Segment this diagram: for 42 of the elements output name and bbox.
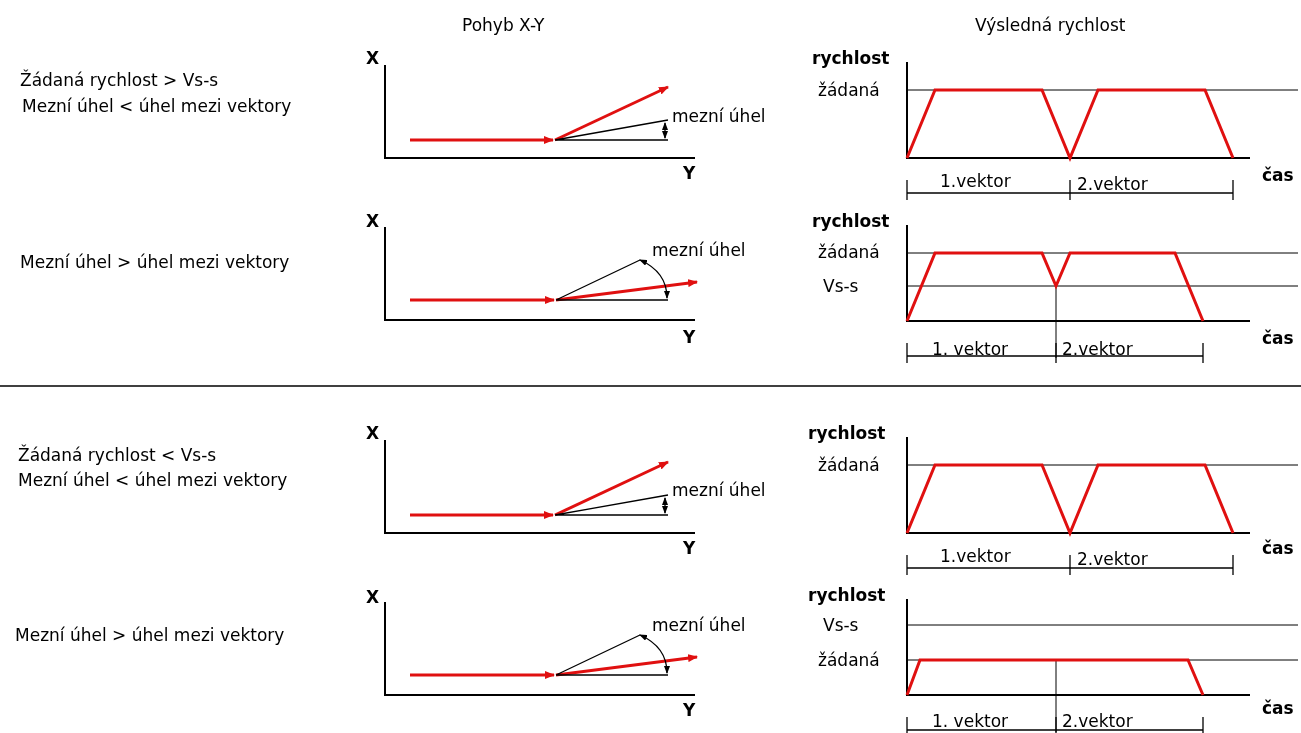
angle-label: mezní úhel	[652, 240, 746, 260]
axis-label: Y	[683, 700, 696, 720]
condition-text: Mezní úhel > úhel mezi vektory	[20, 252, 290, 272]
column-heading: Pohyb X-Y	[462, 15, 545, 35]
condition-text: Mezní úhel < úhel mezi vektory	[22, 96, 292, 116]
axis-label: rychlost	[812, 211, 890, 231]
angle-label: mezní úhel	[672, 106, 766, 126]
dimension-label: 2.vektor	[1062, 711, 1133, 731]
dimension-label: 2.vektor	[1077, 549, 1148, 569]
axis-label: X	[366, 211, 380, 231]
axis-label: X	[366, 587, 380, 607]
axis-label: X	[366, 423, 380, 443]
dimension-label: 1. vektor	[932, 339, 1009, 359]
dimension-label: 2.vektor	[1077, 174, 1148, 194]
axis-label: čas	[1262, 165, 1294, 185]
level-label: Vs-s	[823, 615, 859, 635]
axis-label: Y	[683, 163, 696, 183]
dimension-label: 2.vektor	[1062, 339, 1133, 359]
condition-text: Mezní úhel > úhel mezi vektory	[15, 625, 285, 645]
axis-label: čas	[1262, 538, 1294, 558]
axis-label: čas	[1262, 698, 1294, 718]
condition-text: Mezní úhel < úhel mezi vektory	[18, 470, 288, 490]
level-label: žádaná	[818, 80, 880, 100]
axis-label: Y	[683, 327, 696, 347]
axis-label: rychlost	[812, 48, 890, 68]
condition-text: Žádaná rychlost < Vs-s	[18, 445, 217, 465]
axis-label: čas	[1262, 328, 1294, 348]
dimension-label: 1.vektor	[940, 546, 1011, 566]
condition-text: Žádaná rychlost > Vs-s	[20, 70, 219, 90]
dimension-label: 1. vektor	[932, 711, 1009, 731]
dimension-label: 1.vektor	[940, 171, 1011, 191]
axis-label: Y	[683, 538, 696, 558]
level-label: Vs-s	[823, 276, 859, 296]
angle-label: mezní úhel	[652, 615, 746, 635]
level-label: žádaná	[818, 455, 880, 475]
angle-label: mezní úhel	[672, 480, 766, 500]
column-heading: Výsledná rychlost	[975, 15, 1126, 35]
level-label: žádaná	[818, 242, 880, 262]
axis-label: X	[366, 48, 380, 68]
level-label: žádaná	[818, 650, 880, 670]
axis-label: rychlost	[808, 423, 886, 443]
axis-label: rychlost	[808, 585, 886, 605]
